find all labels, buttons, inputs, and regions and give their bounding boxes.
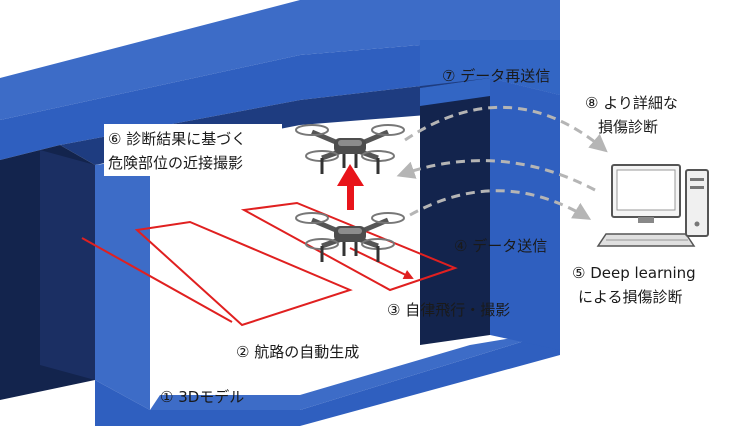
data-arrows [396,105,608,220]
flight-path-loop-1 [134,220,353,327]
label-step4: ④ データ送信 [454,237,547,255]
label-step2: ② 航路の自動生成 [236,343,359,361]
monitor-screen [616,169,676,211]
bridge-structure-3d-model [0,0,560,426]
flight-path [81,201,458,327]
arrow-resend-upper [404,105,608,153]
label-step7: ⑦ データ再送信 [442,67,550,85]
left-pillar-face [95,158,150,410]
deck-top-face [0,0,560,120]
label-step8-line2: 損傷診断 [598,118,658,136]
base-slab [95,330,560,426]
drone-upper [295,124,405,174]
right-pillar-face [490,78,560,350]
quadcopter-drone-icon [295,124,405,174]
arrow-send-lower [409,189,592,220]
label-step6: ⑥ 診断結果に基づく 危険部位の近接撮影 [104,124,282,176]
quadcopter-drone-icon [295,212,405,262]
label-step3: ③ 自律飛行・撮影 [387,301,510,319]
label-step1: ① 3Dモデル [160,388,244,406]
label-step6-line1: ⑥ 診断結果に基づく [108,130,246,148]
approach-arrow-head [337,164,364,186]
label-step5-line1: ⑤ Deep learning [572,264,696,282]
label-step8-line1: ⑧ より詳細な [585,94,678,112]
base-slab-bottom [150,330,560,410]
flight-path-arrow [349,247,414,280]
monitor-stand [638,217,654,223]
left-pillar-front [40,150,95,380]
right-pillar-inner [420,78,490,345]
flight-path-loop-2 [240,201,458,292]
label-step5-line2: による損傷診断 [578,288,683,306]
approach-arrow-shaft [347,182,354,210]
flight-path-line-1 [81,237,233,323]
right-pillar-front-edge [420,78,490,106]
deck-right-block [420,40,560,95]
desktop-computer-icon [596,164,709,247]
drone-lower [295,212,405,262]
approach-arrow [337,164,364,210]
label-step6-line2: 危険部位の近接撮影 [108,154,243,172]
